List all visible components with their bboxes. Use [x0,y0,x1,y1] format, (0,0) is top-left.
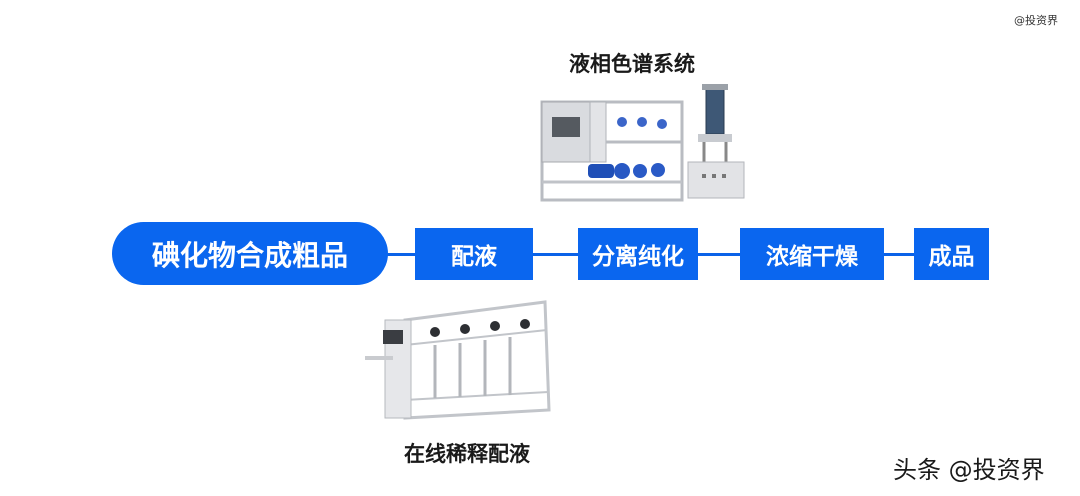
flow-node-concentration-drying: 浓缩干燥 [740,228,884,280]
top-equipment-label: 液相色谱系统 [569,52,695,76]
chromatography-system-image [540,84,745,202]
flow-node-separation-purification: 分离纯化 [578,228,698,280]
dilution-frame [365,300,551,420]
online-dilution-system-image [365,300,551,420]
top-watermark: @投资界 [1014,14,1058,27]
pumps [588,117,667,179]
footer-watermark: 头条 @投资界 [893,456,1045,484]
column-unit [687,84,745,199]
bottom-equipment-label: 在线稀释配液 [404,442,530,466]
flow-node-crude-iodide: 碘化物合成粗品 [112,222,388,285]
dilution-vessels [430,319,530,398]
skid-frame [540,100,684,202]
flow-node-solution-prep: 配液 [415,228,533,280]
flow-node-finished-product: 成品 [914,228,989,280]
